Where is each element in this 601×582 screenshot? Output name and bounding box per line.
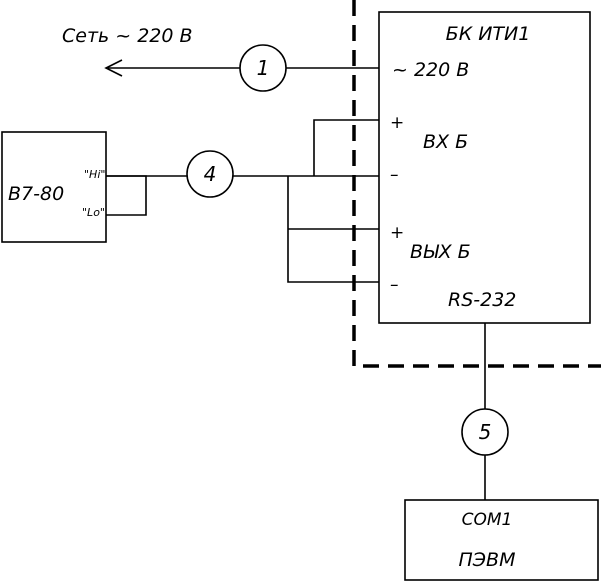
bk-input-minus: – xyxy=(390,165,399,185)
input-plus-wire xyxy=(313,119,379,176)
computer-unit xyxy=(404,499,599,581)
connection-4-number: 4 xyxy=(204,162,217,186)
voltmeter-name: В7-80 xyxy=(8,183,64,205)
enclosure-boundary xyxy=(352,0,601,368)
computer-name: ПЭВМ xyxy=(459,549,516,571)
voltmeter-terminal-hi: "Hi" xyxy=(84,168,105,181)
bk-power-input-label: ~ 220 В xyxy=(392,59,469,81)
mains-arrow-icon xyxy=(104,59,123,77)
output-wiring xyxy=(287,176,379,283)
connection-5-number: 5 xyxy=(479,420,492,444)
bk-iti1-unit xyxy=(378,11,591,324)
connection-4-circle xyxy=(186,150,234,198)
voltmeter-terminal-lo: "Lo" xyxy=(82,206,105,219)
connection-5-circle xyxy=(461,408,509,456)
connection-1-circle xyxy=(239,44,287,92)
bk-input-block-label: ВХ Б xyxy=(423,131,468,153)
voltmeter-b7-80 xyxy=(1,131,107,243)
computer-port-label: COM1 xyxy=(462,510,513,530)
bk-iti1-title: БК ИТИ1 xyxy=(446,23,531,45)
bk-interface-label: RS-232 xyxy=(448,289,516,311)
mains-label: Сеть ~ 220 В xyxy=(62,25,193,47)
connection-1-number: 1 xyxy=(257,56,270,80)
bk-output-block-label: ВЫХ Б xyxy=(410,241,471,263)
bk-output-minus: – xyxy=(390,275,399,295)
voltmeter-lo-loop xyxy=(106,175,147,216)
bk-output-plus: + xyxy=(390,223,404,243)
bk-input-plus: + xyxy=(390,113,404,133)
